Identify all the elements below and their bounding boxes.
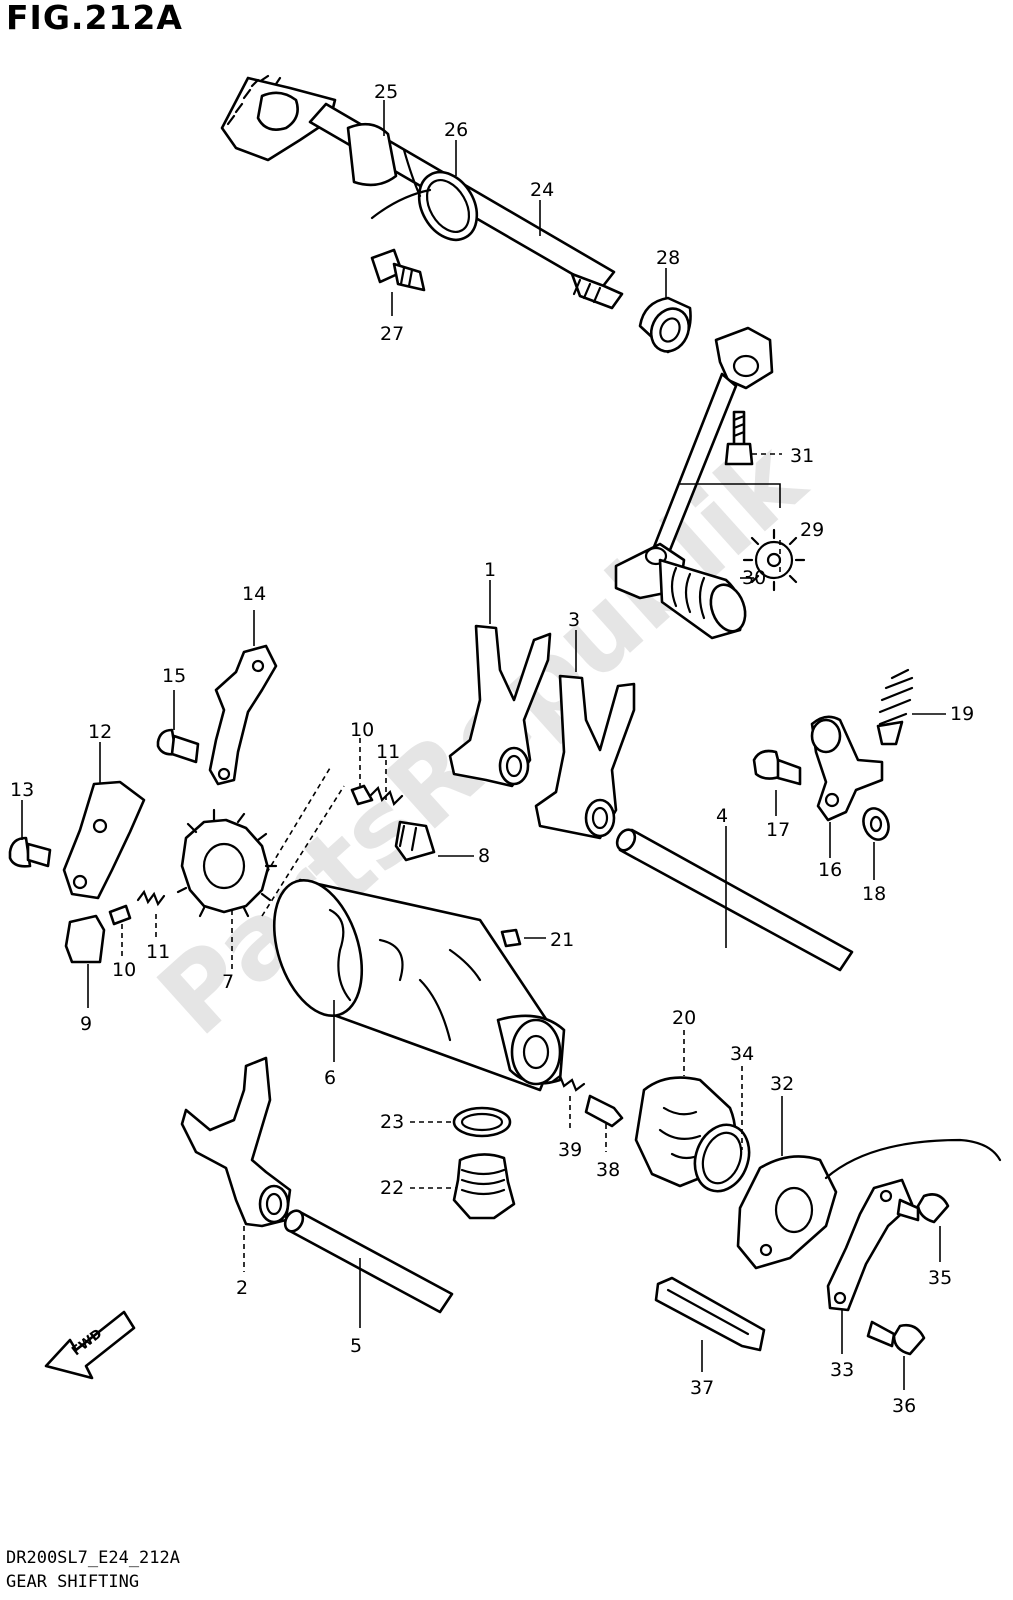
- callout-20: 20: [672, 1007, 696, 1029]
- callout-12: 12: [88, 721, 112, 743]
- figure-title: FIG.212A: [6, 0, 183, 37]
- plug-22: [452, 1153, 516, 1220]
- callout-14: 14: [242, 583, 266, 605]
- bolt-27: [370, 248, 426, 292]
- clamp-33: [826, 1178, 914, 1312]
- o-ring-23: [452, 1106, 512, 1138]
- callout-6: 6: [324, 1067, 336, 1089]
- callout-22: 22: [380, 1177, 404, 1199]
- callout-13: 13: [10, 779, 34, 801]
- callout-35: 35: [928, 1267, 952, 1289]
- screw-13: [8, 836, 52, 868]
- callout-34: 34: [730, 1043, 754, 1065]
- callout-8: 8: [478, 845, 490, 867]
- callout-31: 31: [790, 445, 814, 467]
- callout-16: 16: [818, 859, 842, 881]
- o-ring-34: [693, 1123, 751, 1193]
- gearshift-shaft-assembly: [220, 74, 624, 310]
- callout-33: 33: [830, 1359, 854, 1381]
- cam-stopper-plate-14: [208, 644, 278, 786]
- cam-driven-gear-7: [176, 808, 278, 918]
- callout-11-upper: 11: [376, 741, 400, 763]
- callout-19: 19: [950, 703, 974, 725]
- callout-numbers: 25 26 24 28 27 31 29 30 1 3 14 15 10 11 …: [10, 81, 974, 1417]
- bolt-31: [724, 410, 754, 466]
- callout-10-lower: 10: [112, 959, 136, 981]
- oil-seal-28: [638, 296, 692, 354]
- leader-dash-cam: [247, 767, 345, 917]
- gearshift-cam-6: [272, 878, 566, 1092]
- switch-cover-32: [736, 1138, 1002, 1270]
- spring-19: [876, 668, 914, 746]
- arm-16: [810, 715, 884, 822]
- callout-15: 15: [162, 665, 186, 687]
- callout-24: 24: [530, 179, 554, 201]
- callout-10-upper: 10: [350, 719, 374, 741]
- callout-30: 30: [742, 567, 766, 589]
- callout-23: 23: [380, 1111, 404, 1133]
- callout-5: 5: [350, 1335, 362, 1357]
- callout-25: 25: [374, 81, 398, 103]
- pin-spring-stopper-upper: [350, 784, 436, 862]
- callout-21: 21: [550, 929, 574, 951]
- callout-4: 4: [716, 805, 728, 827]
- spring-39: [550, 1074, 586, 1092]
- shift-fork-2: [180, 1056, 292, 1228]
- callout-27: 27: [380, 323, 404, 345]
- gear-icon-stamp: [742, 528, 806, 592]
- callout-28: 28: [656, 247, 680, 269]
- callout-9: 9: [80, 1013, 92, 1035]
- callout-36: 36: [892, 1395, 916, 1417]
- callout-3: 3: [568, 609, 580, 631]
- screw-15: [156, 728, 200, 764]
- stopper-plate-12: [62, 780, 146, 900]
- callout-37: 37: [690, 1377, 714, 1399]
- callout-2: 2: [236, 1277, 248, 1299]
- figure-caption: GEAR SHIFTING: [6, 1572, 140, 1592]
- fork-shaft-4: [615, 828, 854, 972]
- callout-7: 7: [222, 971, 234, 993]
- callout-38: 38: [596, 1159, 620, 1181]
- leader-lines: [21, 100, 946, 1390]
- callout-39: 39: [558, 1139, 582, 1161]
- washer-18: [862, 807, 890, 841]
- callout-26: 26: [444, 119, 468, 141]
- pin-38: [584, 1094, 624, 1128]
- screw-35: [896, 1193, 950, 1224]
- shift-fork-1: [448, 624, 552, 788]
- callout-29: 29: [800, 519, 824, 541]
- pin-21: [500, 928, 522, 948]
- gearshift-rubber-30: [658, 558, 747, 640]
- screw-36: [866, 1320, 926, 1356]
- fwd-arrow-icon: FWD: [44, 1310, 136, 1380]
- callout-32: 32: [770, 1073, 794, 1095]
- callout-11-lower: 11: [146, 941, 170, 963]
- model-code: DR200SL7_E24_212A: [6, 1548, 180, 1568]
- fork-shaft-5: [283, 1209, 454, 1314]
- bolt-17: [752, 749, 802, 786]
- pin-spring-stopper-lower: [64, 889, 166, 964]
- cable-guide-37: [654, 1276, 766, 1352]
- callout-17: 17: [766, 819, 790, 841]
- callout-1: 1: [484, 559, 496, 581]
- callout-18: 18: [862, 883, 886, 905]
- shift-fork-3: [534, 674, 636, 840]
